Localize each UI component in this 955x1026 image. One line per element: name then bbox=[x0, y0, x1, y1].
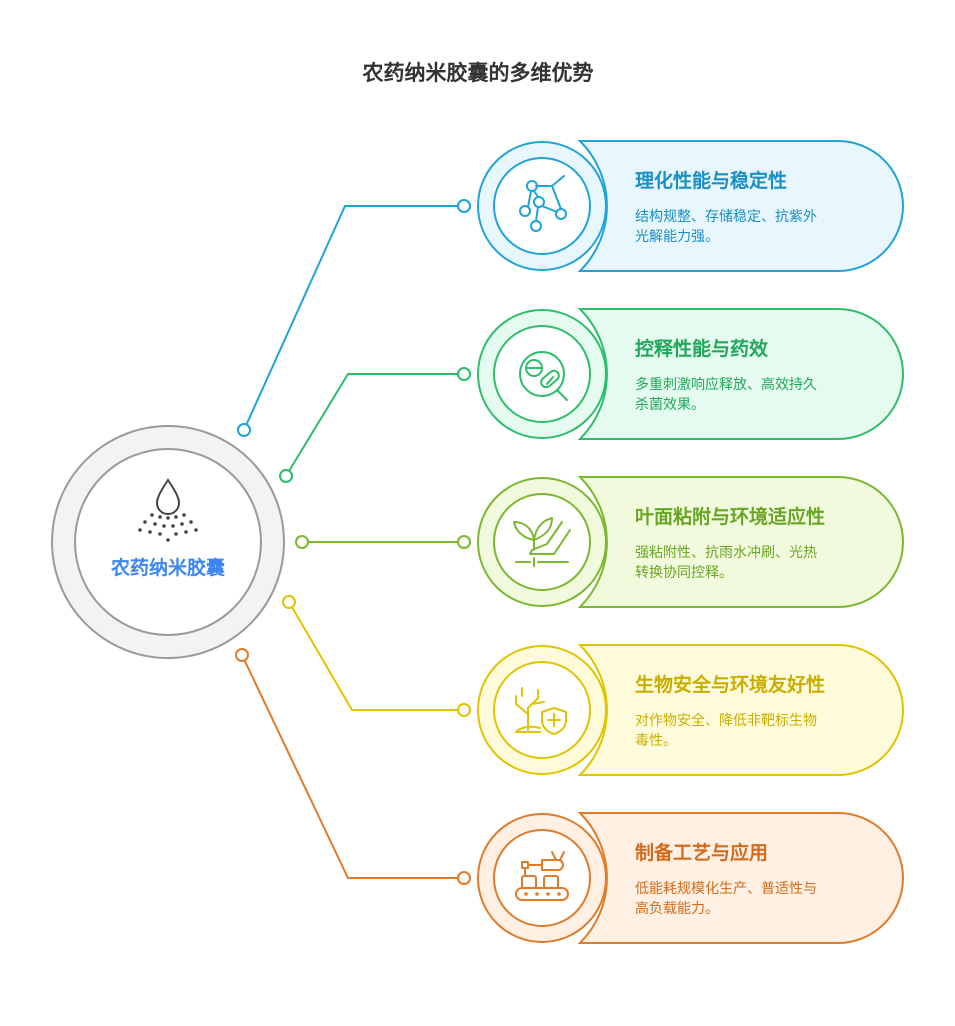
connector-dot bbox=[235, 648, 249, 662]
connector-dot bbox=[457, 703, 471, 717]
connector-dot bbox=[457, 871, 471, 885]
card-description-line2: 转换协同控释。 bbox=[635, 564, 733, 581]
icon-inner-ring bbox=[493, 325, 591, 423]
card-title: 理化性能与稳定性 bbox=[635, 169, 787, 192]
connector-dot bbox=[295, 535, 309, 549]
connectors bbox=[235, 199, 471, 885]
card-description-line1: 对作物安全、降低非靶标生物 bbox=[635, 712, 817, 729]
card-title: 制备工艺与应用 bbox=[635, 841, 768, 864]
advantage-card: 控释性能与药效 多重刺激响应释放、高效持久 杀菌效果。 bbox=[477, 308, 904, 440]
card-description-line2: 杀菌效果。 bbox=[635, 397, 705, 413]
advantage-card: 制备工艺与应用 低能耗规模化生产、普适性与 高负载能力。 bbox=[477, 812, 904, 944]
card-pill bbox=[577, 812, 904, 944]
connector-line bbox=[288, 601, 464, 711]
icon-inner-ring bbox=[493, 829, 591, 927]
connector-dot bbox=[457, 199, 471, 213]
card-description-line1: 强粘附性、抗雨水冲刷、光热 bbox=[635, 545, 817, 561]
card-description-line2: 高负载能力。 bbox=[635, 900, 719, 917]
connector-dot bbox=[457, 535, 471, 549]
robot-conveyor-icon bbox=[515, 851, 569, 901]
card-description-line2: 光解能力强。 bbox=[635, 229, 719, 245]
pill-magnifier-icon bbox=[519, 351, 568, 401]
center-node: 农药纳米胶囊 bbox=[51, 425, 285, 659]
connector-line bbox=[285, 373, 464, 477]
tree-shield-icon bbox=[515, 687, 567, 735]
advantage-card: 理化性能与稳定性 结构规整、存储稳定、抗紫外 光解能力强。 bbox=[477, 140, 904, 272]
droplet-spray-icon bbox=[138, 478, 198, 542]
card-title: 生物安全与环境友好性 bbox=[635, 673, 825, 696]
advantage-card: 生物安全与环境友好性 对作物安全、降低非靶标生物 毒性。 bbox=[477, 644, 904, 776]
card-pill bbox=[577, 308, 904, 440]
icon-inner-ring bbox=[493, 493, 591, 591]
connector-dot bbox=[282, 595, 296, 609]
card-description-line2: 毒性。 bbox=[635, 733, 677, 749]
center-label: 农药纳米胶囊 bbox=[110, 556, 226, 579]
connector-line bbox=[241, 654, 464, 879]
card-pill bbox=[577, 644, 904, 776]
card-description-line1: 结构规整、存储稳定、抗紫外 bbox=[635, 209, 817, 225]
molecule-network-icon bbox=[519, 175, 567, 232]
connector-dot bbox=[279, 469, 293, 483]
connector-dot bbox=[457, 367, 471, 381]
diagram-title: 农药纳米胶囊的多维优势 bbox=[362, 61, 594, 85]
card-pill bbox=[577, 476, 904, 608]
card-title: 控释性能与药效 bbox=[635, 337, 768, 360]
card-description-line1: 多重刺激响应释放、高效持久 bbox=[635, 376, 817, 393]
card-pill bbox=[577, 140, 904, 272]
card-title: 叶面粘附与环境适应性 bbox=[635, 505, 825, 528]
advantage-card: 叶面粘附与环境适应性 强粘附性、抗雨水冲刷、光热 转换协同控释。 bbox=[477, 476, 904, 608]
plant-hand-icon bbox=[513, 517, 571, 567]
connector-line bbox=[243, 205, 464, 431]
connector-dot bbox=[237, 423, 251, 437]
card-description-line1: 低能耗规模化生产、普适性与 bbox=[635, 881, 817, 897]
icon-inner-ring bbox=[493, 661, 591, 759]
